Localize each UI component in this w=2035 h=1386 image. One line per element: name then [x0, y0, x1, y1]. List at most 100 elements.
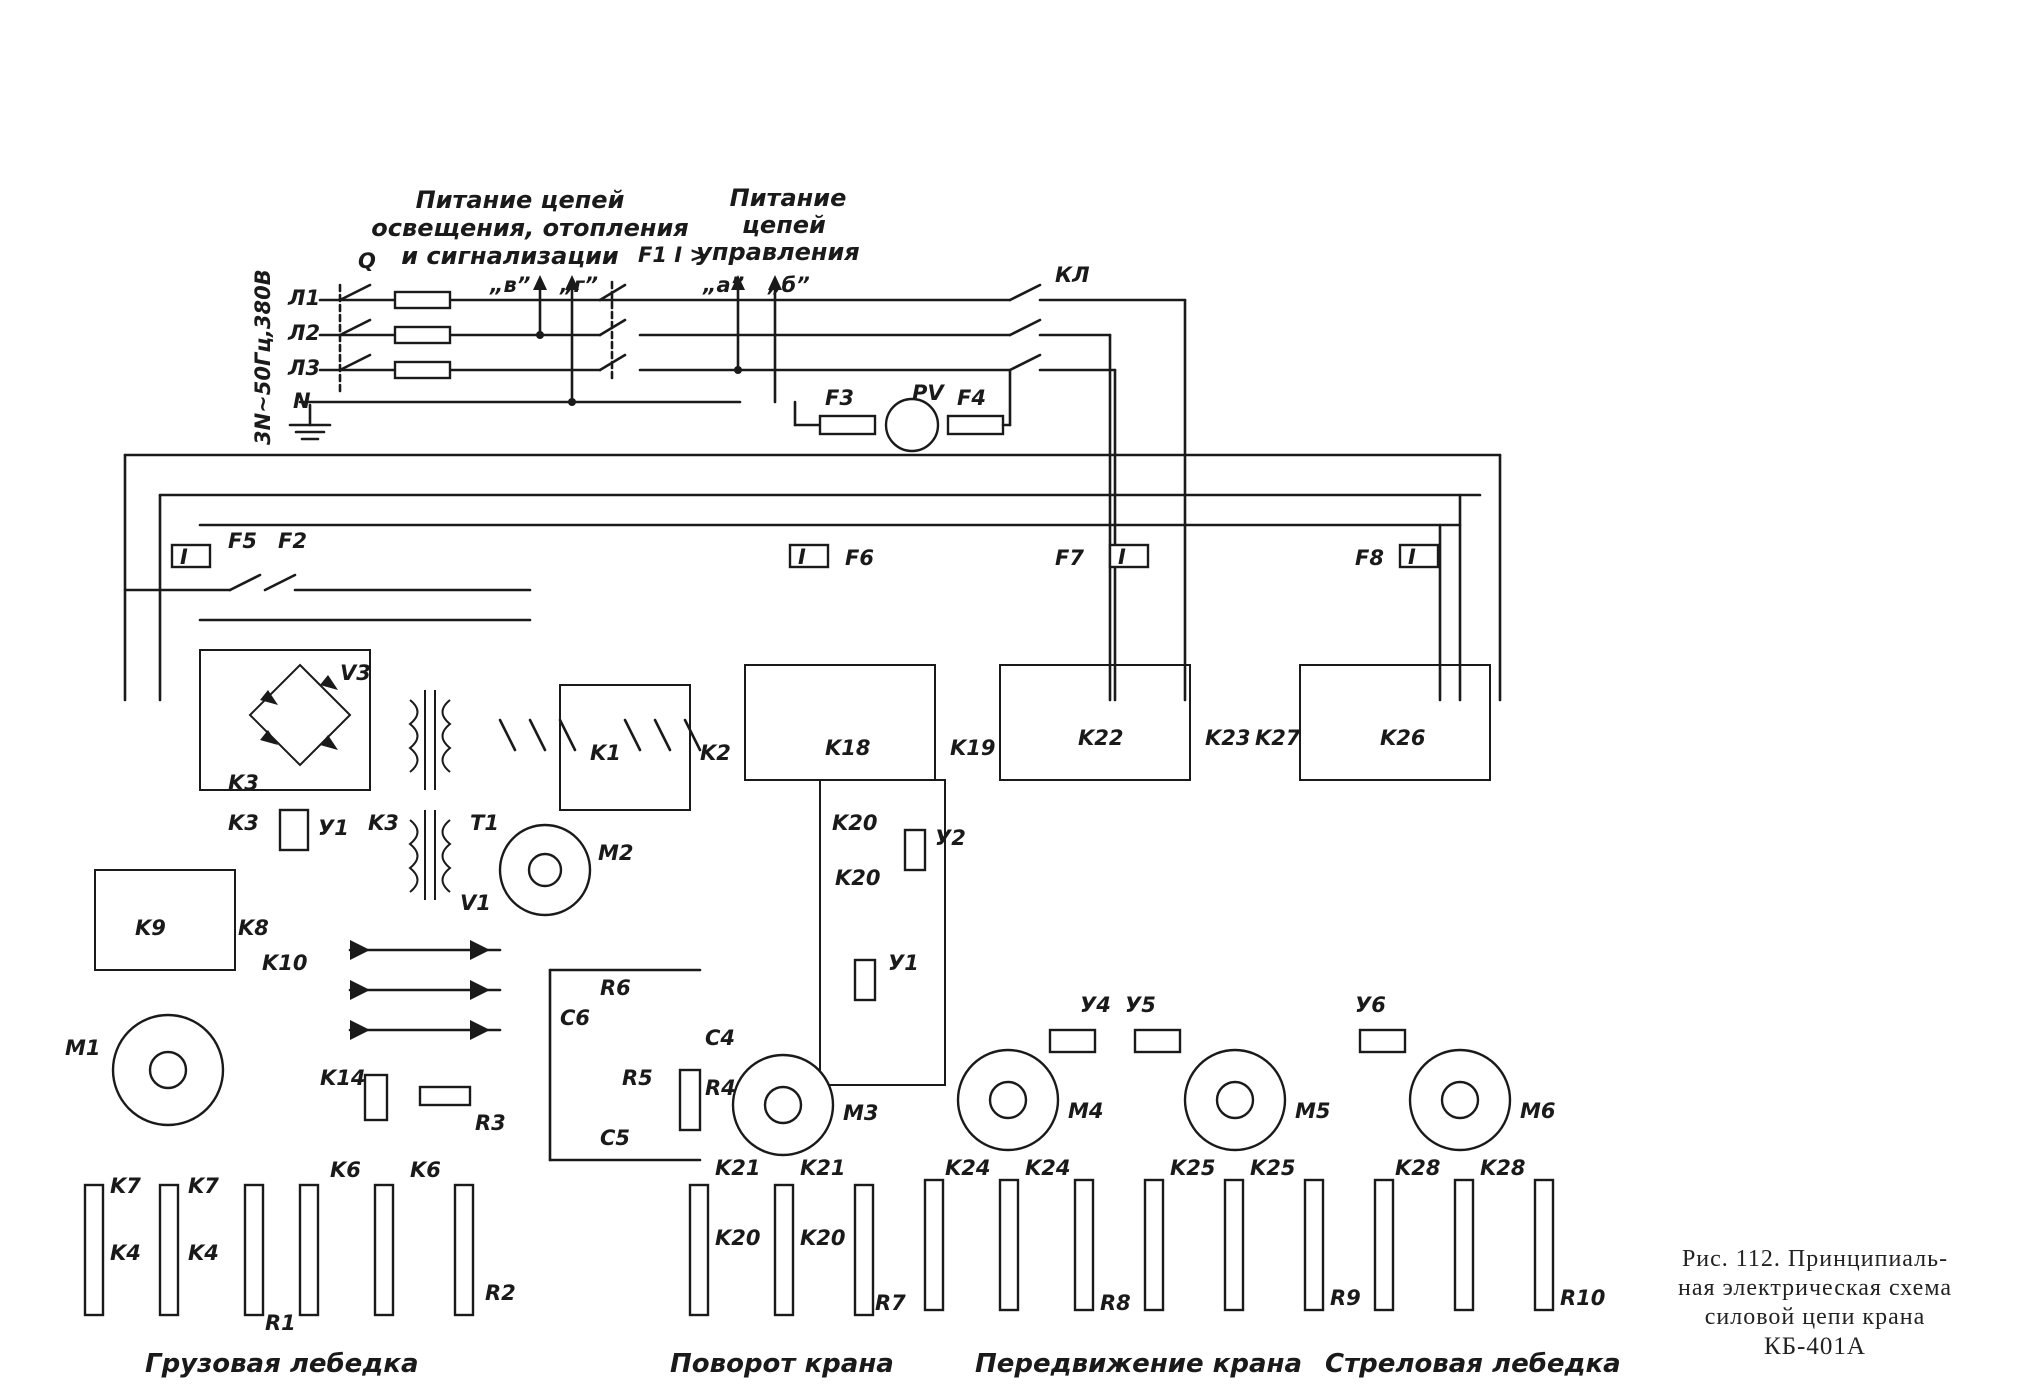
R10-label: R10 — [1560, 1286, 1605, 1310]
R4-label: R4 — [705, 1076, 736, 1100]
PV-label: PV — [912, 381, 945, 405]
Y1-label: У1 — [318, 816, 349, 840]
phase-label-L3: Л3 — [287, 356, 320, 380]
K3-label-right: K3 — [368, 811, 399, 835]
R2-label: R2 — [485, 1281, 516, 1305]
F8-label: F8 — [1355, 546, 1384, 570]
Q-label: Q — [358, 249, 376, 273]
F3-label: F3 — [825, 386, 854, 410]
resistor-bank-R10 — [1373, 1178, 1555, 1312]
K1-K2-contactor-group — [498, 684, 702, 811]
F7-relay-I-label: I — [1118, 545, 1126, 569]
F1-breaker — [598, 280, 627, 382]
V1-label: V1 — [460, 891, 491, 915]
V1-rectifier-block — [348, 940, 502, 1040]
supply-voltage-label: 3N~50Гц,380В — [251, 269, 275, 445]
C6-label: C6 — [560, 1006, 590, 1030]
F7-label: F7 — [1055, 546, 1084, 570]
T1-transformer — [408, 690, 452, 900]
F6-relay — [788, 543, 830, 569]
K3-label-upper: K3 — [228, 771, 259, 795]
F2-breaker — [123, 573, 532, 622]
ground-symbol — [288, 403, 332, 441]
phase-label-L1: Л1 — [287, 286, 320, 310]
Y1-slewing-coil — [853, 958, 877, 1002]
K8-label: K8 — [238, 916, 269, 940]
K26-label: K26 — [1380, 726, 1426, 750]
K20-label-bank-left: K20 — [715, 1226, 761, 1250]
phase-label-L2: Л2 — [287, 321, 320, 345]
KL-label: КЛ — [1055, 263, 1090, 287]
K27-label: K27 — [1255, 726, 1301, 750]
V3-rectifier-bridge — [248, 663, 352, 767]
C4-label: C4 — [705, 1026, 735, 1050]
Y2-brake-coil — [903, 828, 927, 872]
K6-label-left: K6 — [330, 1158, 361, 1182]
K2-label: K2 — [700, 741, 731, 765]
R8-label: R8 — [1100, 1291, 1131, 1315]
Y2-label: У2 — [935, 826, 966, 850]
K21-label-left: K21 — [715, 1156, 761, 1180]
V3-label: V3 — [340, 661, 371, 685]
resistor-bank-R1 — [83, 1183, 265, 1317]
figure-caption: Рис. 112. Принципиаль- ная электрическая… — [1615, 1245, 2015, 1361]
F4-label: F4 — [957, 386, 986, 410]
R7-label: R7 — [875, 1291, 906, 1315]
caption-line3: силовой цепи крана — [1704, 1304, 1926, 1330]
tap-label-g: „г” — [559, 273, 598, 297]
K20-label-upper: K20 — [832, 811, 878, 835]
Y6-coil — [1358, 1028, 1407, 1054]
header-control-supply: Питание цепей управления — [696, 184, 859, 266]
resistor-bank-R8 — [923, 1178, 1095, 1312]
header-control-line3: управления — [696, 238, 859, 266]
K21-label-right: K21 — [800, 1156, 846, 1180]
M2-label: M2 — [598, 841, 634, 865]
R6-label: R6 — [600, 976, 631, 1000]
header-lighting-line3: и сигнализации — [401, 242, 619, 270]
K10-label: K10 — [262, 951, 308, 975]
F6-relay-I-label: I — [798, 545, 806, 569]
R1-label: R1 — [265, 1311, 296, 1335]
K14-coil — [363, 1073, 389, 1122]
header-control-line2: цепей — [742, 211, 826, 239]
K20-label-bank-right: K20 — [800, 1226, 846, 1250]
resistor-bank-R7 — [688, 1183, 875, 1317]
K18-label: K18 — [825, 736, 871, 760]
F6-label: F6 — [845, 546, 874, 570]
F5-relay — [170, 543, 212, 569]
fuse-set-Q — [393, 290, 452, 380]
K28-label-left: K28 — [1395, 1156, 1441, 1180]
KL-line-contactor — [1008, 283, 1187, 372]
header-lighting-line1: Питание цепей — [416, 186, 625, 214]
section-label-boom-winch: Стреловая лебедка — [1325, 1349, 1621, 1379]
section-label-cargo-winch: Грузовая лебедка — [145, 1349, 419, 1379]
K7-label-left: K7 — [110, 1174, 141, 1198]
section-label-slewing: Поворот крана — [670, 1349, 894, 1379]
K22-label: K22 — [1078, 726, 1124, 750]
PV-voltmeter — [884, 397, 940, 453]
caption-line2: ная электрическая схема — [1677, 1275, 1953, 1301]
Y6-label: У6 — [1355, 993, 1386, 1017]
F1-label: F1 I > — [638, 243, 707, 267]
Y4-coil — [1048, 1028, 1097, 1054]
K24-label-left: K24 — [945, 1156, 991, 1180]
K28-label-right: K28 — [1480, 1156, 1526, 1180]
K27-K26-contactor-group — [1299, 664, 1491, 781]
M3-label: M3 — [843, 1101, 879, 1125]
header-control-line1: Питание — [730, 184, 847, 212]
K19-label: K19 — [950, 736, 996, 760]
K25-label-right: K25 — [1250, 1156, 1296, 1180]
Q-disconnector — [338, 283, 372, 394]
F8-relay-I-label: I — [1408, 545, 1416, 569]
Y1-brake-coil — [278, 808, 310, 852]
K6-label-right: K6 — [410, 1158, 441, 1182]
caption-model: КБ-401А — [1764, 1333, 1866, 1360]
Y1-slewing-label: У1 — [888, 951, 919, 975]
Y5-label: У5 — [1125, 993, 1156, 1017]
M6-label: M6 — [1520, 1099, 1556, 1123]
header-lighting-line2: освещения, отопления — [371, 214, 688, 242]
F2-label: F2 — [278, 529, 307, 553]
K3-label-lower: K3 — [228, 811, 259, 835]
K4-label-right: K4 — [188, 1241, 219, 1265]
